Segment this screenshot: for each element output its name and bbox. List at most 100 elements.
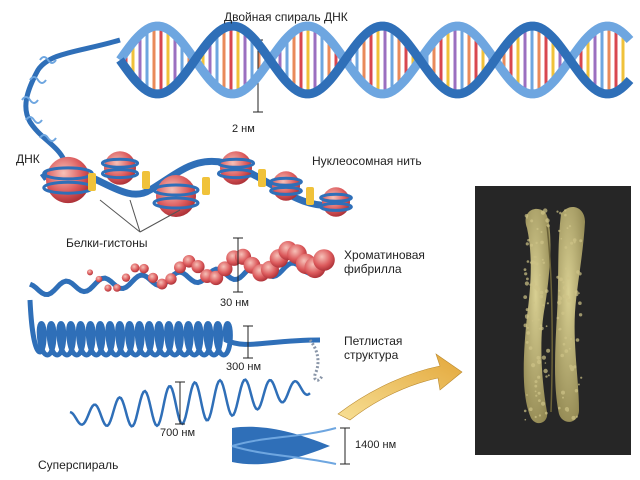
chromatin-granule [576, 270, 580, 274]
supercoil-scale-bar [175, 381, 185, 425]
chromatin-granule [570, 338, 572, 340]
chromatin-granule [541, 258, 544, 261]
chromatin-fuzz [523, 208, 583, 421]
chromatin-granule [542, 261, 545, 264]
label-loop-width: 300 нм [226, 361, 262, 373]
chromatin-granule [561, 390, 565, 395]
chromatin-granule [546, 224, 550, 228]
chromatin-granule [578, 301, 582, 305]
chromatin-granule [540, 326, 544, 331]
supercoil-strand [69, 378, 311, 428]
chromatin-granule [523, 409, 527, 413]
chromatin-granule [533, 301, 536, 304]
chromosome-photo-image [475, 186, 631, 455]
chromatin-granule [570, 367, 575, 372]
chromatin-granule [530, 260, 535, 265]
chromosome-scale-bar [340, 427, 350, 465]
chromatin-granule [559, 211, 562, 215]
chromatin-granule [537, 375, 541, 379]
chromatin-granule [538, 414, 541, 417]
chromatin-granule [529, 283, 532, 286]
label-chromatin-fibril: Хроматиновая фибрилла [344, 248, 425, 276]
chromatin-granule [539, 324, 543, 327]
chromatin-granule [540, 210, 545, 215]
chromatin-granule [524, 214, 529, 218]
histone-proteins [88, 169, 314, 205]
chromatin-granule [575, 415, 578, 418]
chromatin-granule [526, 260, 530, 263]
label-chromosome-width: 1400 нм [355, 439, 397, 451]
chromatin-granule [537, 318, 540, 321]
chromatin-granule [523, 268, 527, 271]
histone-h1 [202, 177, 210, 195]
chromatin-granule [542, 356, 545, 359]
label-supercoil-width: 700 нм [160, 427, 196, 439]
chromatin-granule [524, 272, 528, 276]
fibril-nucleosome [104, 284, 112, 292]
chromatin-granule [564, 246, 568, 249]
chromatin-granule [566, 227, 569, 230]
chromatin-granule [545, 375, 548, 378]
chromatin-granule [526, 394, 528, 396]
chromatin-granule [534, 256, 537, 258]
chromatin-granule [579, 239, 583, 243]
dna-wrap [269, 176, 303, 187]
mini-chromosome [231, 426, 337, 465]
label-dna: ДНК [16, 152, 40, 166]
fibril-nucleosome [208, 270, 224, 286]
chromatin-granule [530, 219, 534, 223]
chromatin-granule [526, 326, 529, 329]
chromatin-granule [558, 295, 561, 298]
chromatin-granule [574, 389, 579, 393]
chromatin-granule [558, 327, 562, 331]
chromatin-granule [539, 294, 543, 299]
chromatin-granule [564, 267, 568, 270]
chromatin-granule [544, 411, 548, 415]
chromatin-granule [571, 415, 576, 420]
chromatin-granule [535, 241, 538, 245]
chromatin-granule [573, 365, 577, 369]
chromatin-granule [562, 281, 565, 284]
chromatin-granule [573, 241, 576, 244]
chromatin-granule [556, 210, 559, 213]
chromatin-granule [546, 302, 549, 305]
label-helix-width: 2 нм [232, 123, 255, 135]
chromatin-granule [536, 359, 542, 365]
chromatin-granule [537, 391, 541, 395]
chromatin-granule [567, 298, 571, 303]
chromatin-granule [560, 237, 563, 240]
dna-double-helix [116, 21, 634, 99]
chromatin-granule [543, 368, 548, 374]
label-histone-proteins: Белки-гистоны [66, 236, 148, 250]
dna-wrap [216, 157, 256, 169]
chromatin-granule [562, 342, 566, 346]
chromatin-granule [534, 415, 537, 419]
chromatin-granule [578, 313, 583, 317]
dna-wrap [216, 168, 256, 180]
fibril-nucleosome [165, 273, 177, 285]
fibril-nucleosome [217, 261, 233, 277]
dna-wrap [100, 168, 140, 180]
chromatin-granule [530, 243, 534, 247]
chromatin-granule [535, 394, 538, 397]
chromatin-granule [566, 408, 569, 412]
chromatin-granule [577, 383, 580, 386]
chromatin-granule [535, 262, 539, 266]
chromatin-granule [568, 347, 571, 350]
chromatin-granule [531, 363, 536, 368]
chromatin-granule [558, 406, 561, 410]
nucleosome-beads [42, 151, 353, 217]
chromatin-granule [523, 295, 528, 299]
chromatin-granule [534, 285, 539, 290]
chromatin-granule [574, 290, 579, 295]
fibril-nucleosome [139, 263, 149, 274]
arrow-to-photo [337, 353, 463, 421]
label-fibril-width: 30 нм [220, 297, 249, 309]
chromatin-granule [529, 407, 533, 411]
chromatin-granule [524, 281, 529, 286]
fibril-nucleosome [191, 259, 205, 274]
chromatin-granule [558, 289, 561, 292]
chromatin-granule [540, 240, 544, 245]
chromatin-granule [544, 362, 547, 364]
